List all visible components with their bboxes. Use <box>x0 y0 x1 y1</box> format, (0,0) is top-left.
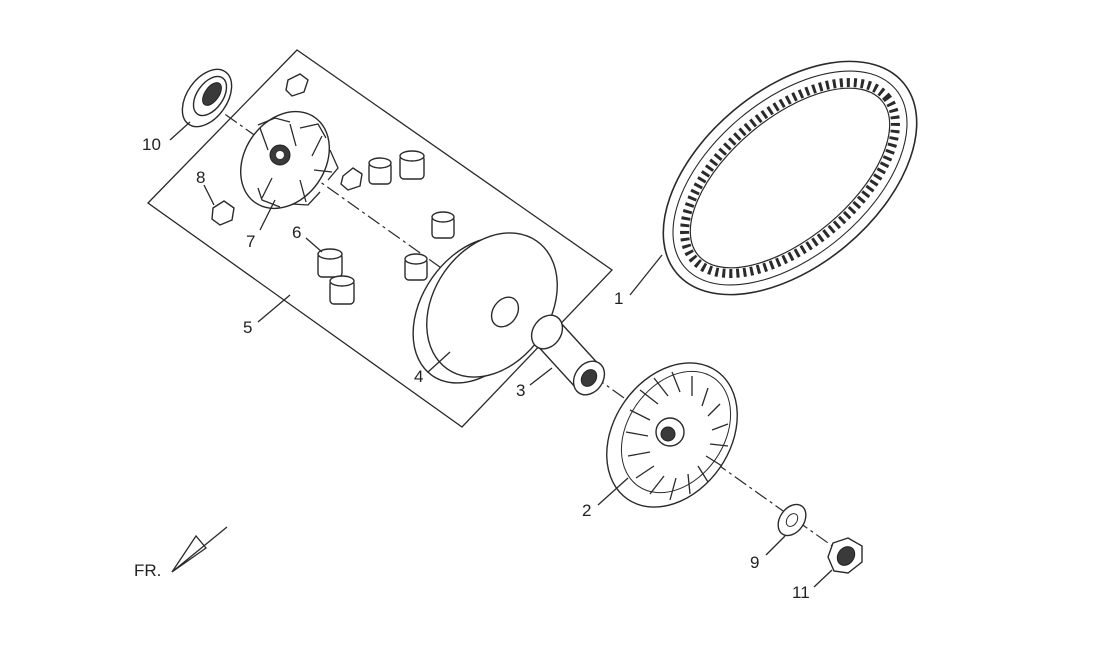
leader-oil-seal <box>169 121 191 141</box>
ramp-plate <box>239 110 339 210</box>
callout-3: 3 <box>516 381 525 400</box>
movable-drive-face <box>412 232 558 384</box>
assembly-box-outline <box>147 49 613 428</box>
drive-belt <box>662 60 918 296</box>
callout-11: 11 <box>792 583 810 602</box>
direction-label: FR. <box>134 561 161 580</box>
hex-nut <box>827 537 863 574</box>
callout-9: 9 <box>750 553 759 572</box>
callout-1: 1 <box>614 289 623 308</box>
front-direction-arrow-icon <box>171 526 228 573</box>
callout-6: 6 <box>292 223 301 242</box>
leader-ramp-plate <box>259 199 276 231</box>
leader-fan-pulley <box>597 477 629 506</box>
leader-collar <box>529 367 553 386</box>
oil-seal <box>181 68 233 128</box>
callout-10: 10 <box>142 135 161 154</box>
leader-slider <box>203 184 215 206</box>
fan-drive-pulley <box>606 362 738 508</box>
washer <box>777 503 807 537</box>
leader-assembly-box <box>257 294 291 323</box>
slider <box>211 200 235 226</box>
slider-mid <box>340 167 363 191</box>
leader-belt <box>629 254 663 296</box>
callout-7: 7 <box>246 232 255 251</box>
leader-nut <box>813 569 833 588</box>
callout-2: 2 <box>582 501 591 520</box>
callout-4: 4 <box>414 367 423 386</box>
leader-movable-face <box>427 351 451 373</box>
leader-washer <box>765 535 786 556</box>
rollers <box>317 150 455 305</box>
leader-rollers <box>305 237 323 253</box>
callout-5: 5 <box>243 318 252 337</box>
slider-top <box>285 73 309 97</box>
drive-collar <box>530 314 606 396</box>
callout-8: 8 <box>196 168 205 187</box>
